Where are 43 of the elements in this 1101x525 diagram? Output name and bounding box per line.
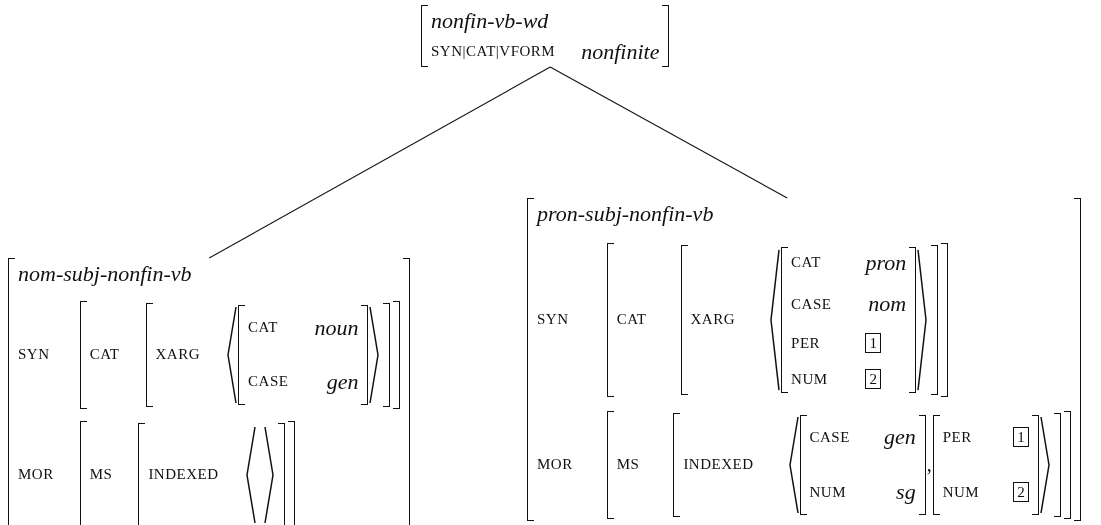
tag-number: 1 [865,332,881,353]
attribute-value-matrix [527,198,1081,521]
type-label: nonfin-vb-wd [431,7,550,35]
type-label: nom-subj-nonfin-vb [18,260,193,288]
type-label: pron-subj-nonfin-vb [537,200,715,228]
feature-name: MS [89,465,113,485]
feature-name: PER [791,333,822,353]
tree-branch-line [208,66,551,259]
feature-name: INDEXED [148,465,219,485]
feature-value: nom [867,290,907,318]
feature-name: MOR [537,455,573,475]
feature-name: SYN [18,345,51,365]
feature-name: XARG [155,345,201,365]
feature-name: SYN|CAT|VFORM [431,42,556,62]
attribute-value-matrix [8,258,411,525]
feature-name: INDEXED [683,455,754,475]
feature-value: nonfinite [581,37,660,66]
feature-name: SYN [537,310,570,330]
feature-value: sg [895,478,916,506]
feature-name: CAT [616,310,647,330]
feature-value: gen [883,423,916,451]
feature-name: CASE [791,294,832,314]
feature-name: CAT [89,345,120,365]
tag-number: 2 [865,369,881,390]
feature-name: CAT [791,253,822,273]
feature-name: MS [616,455,640,475]
feature-value: gen [325,367,359,396]
feature-name: NUM [809,482,848,502]
feature-value: noun [314,313,359,342]
feature-name: MOR [18,465,54,485]
feature-name: NUM [791,370,829,390]
tag-number: 2 [1013,482,1029,503]
feature-name: NUM [942,482,980,502]
tag-number: 1 [1013,427,1029,448]
feature-name: CASE [248,372,289,392]
feature-name: CASE [809,427,850,447]
feature-name: PER [942,427,973,447]
feature-value: pron [865,248,907,277]
attribute-value-matrix [421,5,670,68]
feature-name: XARG [690,310,736,330]
feature-name: CAT [248,318,279,338]
tree-branch-line [549,66,788,199]
comma: , [925,453,933,477]
